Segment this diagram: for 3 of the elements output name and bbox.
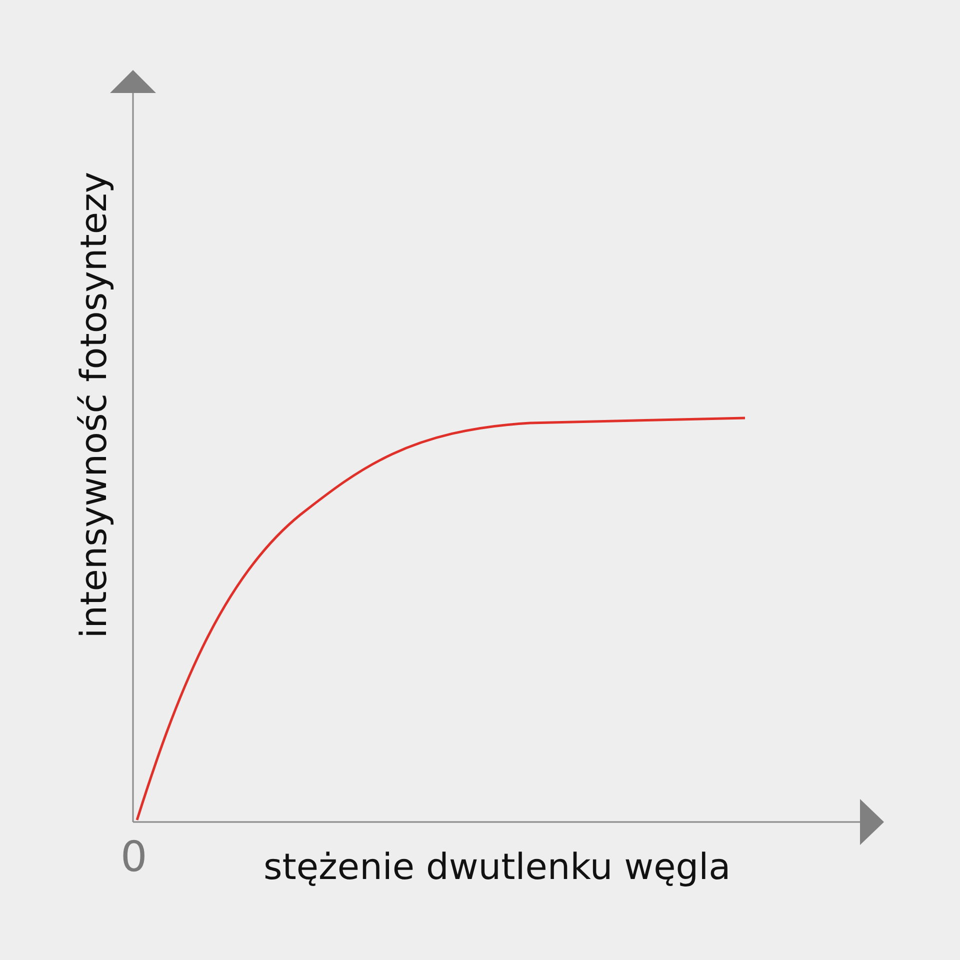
y-axis-label: intensywność fotosyntezy xyxy=(77,172,114,638)
origin-label: 0 xyxy=(120,836,148,878)
x-axis-label: stężenie dwutlenku węgla xyxy=(264,850,731,886)
